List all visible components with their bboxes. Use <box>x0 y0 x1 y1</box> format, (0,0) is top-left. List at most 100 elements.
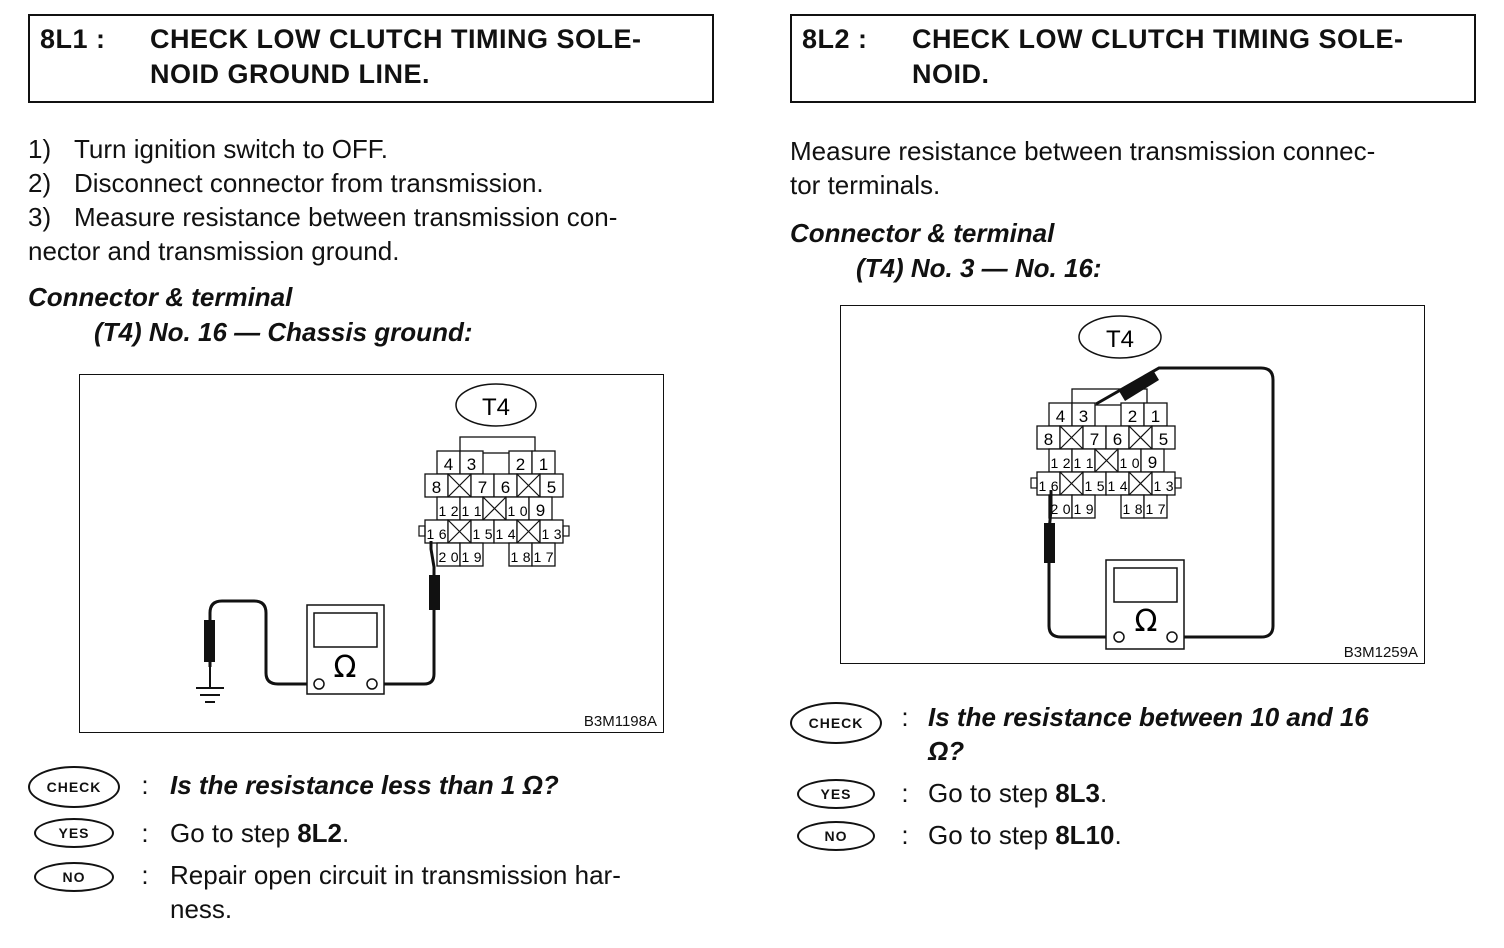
connector-latch <box>562 525 570 537</box>
step-number: 2) <box>28 168 52 198</box>
terminal-18: 18 <box>1120 494 1145 519</box>
connector-tag: T4 <box>1078 315 1162 359</box>
terminal-blank <box>1128 471 1153 496</box>
terminal-3: 3 <box>1071 402 1096 427</box>
step-title-line1: CHECK LOW CLUTCH TIMING SOLE- <box>150 24 642 54</box>
terminal-7: 7 <box>470 473 495 498</box>
terminal-13: 13 <box>539 519 564 544</box>
terminal-20: 20 <box>436 542 461 567</box>
connector-tag-label: T4 <box>1106 326 1134 353</box>
separator: : <box>901 778 909 808</box>
terminal-number: 3 <box>1079 407 1088 426</box>
no-badge: NO <box>797 821 875 851</box>
terminal-14: 14 <box>493 519 518 544</box>
intro-text: Measure resistance between transmission … <box>790 134 1476 202</box>
terminal-17: 17 <box>1143 494 1168 519</box>
yes-target-step: 8L2 <box>297 818 342 848</box>
separator: : <box>901 820 909 850</box>
terminal-19: 19 <box>459 542 484 567</box>
probe-ground <box>204 620 215 662</box>
connector-spec: (T4) No. 3 — No. 16: <box>856 253 1102 283</box>
yes-row: YES : Go to step 8L2. <box>28 816 714 850</box>
yes-badge: YES <box>34 818 114 848</box>
right-column: 8L2 : CHECK LOW CLUTCH TIMING SOLE- NOID… <box>790 14 1476 286</box>
step-header-8l1: 8L1 : CHECK LOW CLUTCH TIMING SOLE- NOID… <box>28 14 714 103</box>
terminal-4: 4 <box>1048 402 1073 427</box>
terminal-blank <box>447 519 472 544</box>
terminal-blank <box>516 519 541 544</box>
terminal-16: 16 <box>1036 471 1061 496</box>
terminal-blank <box>1128 425 1153 450</box>
connector-tag: T4 <box>455 383 537 427</box>
step-title-line2: NOID. <box>912 59 990 89</box>
terminal-6: 6 <box>493 473 518 498</box>
step-number: 3) <box>28 202 52 232</box>
check-question: Is the resistance between 10 and 16 Ω? <box>928 700 1476 768</box>
terminal-19: 19 <box>1071 494 1096 519</box>
no-row: NO : Go to step 8L10. <box>790 818 1476 852</box>
terminal-number: 6 <box>1113 430 1122 449</box>
terminal-number: 9 <box>536 501 545 520</box>
terminal-number: 1 <box>539 455 548 474</box>
procedure-steps: 1) Turn ignition switch to OFF. 2) Disco… <box>28 132 714 268</box>
check-row: CHECK : Is the resistance less than 1 Ω? <box>28 766 714 808</box>
terminal-number: 8 <box>432 478 441 497</box>
check-row: CHECK : Is the resistance between 10 and… <box>790 700 1476 768</box>
terminal-blank <box>1059 425 1084 450</box>
connector-latch <box>418 525 426 537</box>
test-lead-terminal3 <box>1095 366 1275 639</box>
terminal-number: 4 <box>1056 407 1065 426</box>
terminal-number: 1 <box>1151 407 1160 426</box>
terminal-12: 12 <box>1048 448 1073 473</box>
check-badge: CHECK <box>790 702 882 744</box>
connector-latch <box>1030 477 1038 489</box>
terminal-14: 14 <box>1105 471 1130 496</box>
connector-label: Connector & terminal <box>28 282 293 312</box>
step-id: 8L1 : <box>40 24 106 54</box>
terminal-10: 10 <box>1117 448 1142 473</box>
terminal-10: 10 <box>505 496 530 521</box>
terminal-blank <box>482 496 507 521</box>
terminal-8: 8 <box>424 473 449 498</box>
separator: : <box>141 818 149 848</box>
step-text-continued: nector and transmission ground. <box>28 236 400 266</box>
connector-label: Connector & terminal <box>790 218 1055 248</box>
terminal-9: 9 <box>1140 448 1165 473</box>
ohmmeter: Ω <box>1105 559 1185 650</box>
procedure-step: 3) Measure resistance between transmissi… <box>28 200 714 234</box>
connector-spec: (T4) No. 16 — Chassis ground: <box>94 317 473 347</box>
check-badge: CHECK <box>28 766 120 808</box>
ohm-symbol: Ω <box>334 650 357 685</box>
test-lead-terminal16 <box>379 541 436 686</box>
terminal-blank <box>447 473 472 498</box>
terminal-18: 18 <box>508 542 533 567</box>
step-title: CHECK LOW CLUTCH TIMING SOLE- NOID. <box>912 22 1464 101</box>
terminal-2: 2 <box>1120 402 1145 427</box>
terminal-1: 1 <box>1143 402 1168 427</box>
terminal-7: 7 <box>1082 425 1107 450</box>
terminal-number: 2 <box>516 455 525 474</box>
terminal-number: 2 <box>1128 407 1137 426</box>
intro-line1: Measure resistance between transmission … <box>790 136 1376 166</box>
separator: : <box>901 702 909 732</box>
no-prefix: Go to step <box>928 820 1056 850</box>
yes-suffix: . <box>1100 778 1108 808</box>
terminal-4: 4 <box>436 450 461 475</box>
figure-id: B3M1198A <box>583 713 657 730</box>
terminal-number: 3 <box>467 455 476 474</box>
terminal-13: 13 <box>1151 471 1176 496</box>
terminal-number: 4 <box>444 455 453 474</box>
terminal-blank <box>1059 471 1084 496</box>
step-title: CHECK LOW CLUTCH TIMING SOLE- NOID GROUN… <box>150 22 702 101</box>
terminal-15: 15 <box>1082 471 1107 496</box>
check-question-line2: Ω? <box>928 736 965 766</box>
figure-id: B3M1259A <box>1343 644 1418 661</box>
step-number: 1) <box>28 134 52 164</box>
terminal-number: 5 <box>1159 430 1168 449</box>
yes-row: YES : Go to step 8L3. <box>790 776 1476 810</box>
procedure-step: 2) Disconnect connector from transmissio… <box>28 166 714 200</box>
left-column: 8L1 : CHECK LOW CLUTCH TIMING SOLE- NOID… <box>28 14 714 350</box>
step-text: Turn ignition switch to OFF. <box>74 134 389 164</box>
